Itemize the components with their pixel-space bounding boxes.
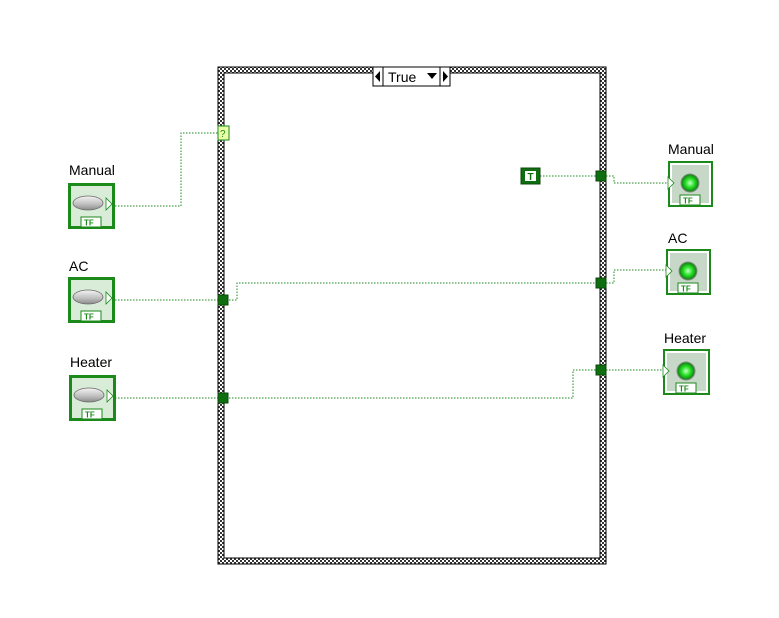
tunnel-heater-in[interactable] [217,392,229,404]
tf-badge [80,216,102,228]
svg-text:TF: TF [681,285,691,294]
wire-manual-out[interactable] [606,175,668,184]
svg-text:TF: TF [84,219,94,228]
toggle-switch-icon [72,289,104,305]
control-manual-label: Manual [69,162,115,178]
indicator-heater-label: Heater [664,330,707,346]
tf-badge [80,310,102,322]
wire-manual-to-selector[interactable] [115,132,218,207]
selector-terminal-glyph: ? [220,129,226,140]
triangle-down-icon [427,73,437,79]
led-on-icon [678,261,698,281]
case-structure[interactable] [217,66,607,565]
tunnel-ac-out[interactable] [595,277,607,289]
tunnel-heater-out[interactable] [595,364,607,376]
indicator-ac-label: AC [668,230,688,246]
triangle-left-icon [375,71,380,82]
true-constant[interactable]: T [520,167,541,185]
indicator-manual-terminal[interactable]: TF [667,161,713,207]
control-heater-terminal[interactable]: TF [69,375,116,421]
control-ac-label: AC [69,258,89,274]
input-arrow-icon [667,176,675,190]
toggle-switch-icon [73,387,105,403]
tf-badge [81,408,103,420]
tunnel-manual-out[interactable] [595,170,607,182]
indicator-manual-label: Manual [668,141,714,157]
tf-badge [675,382,697,394]
wire-heater-through[interactable] [229,369,596,399]
selector-menu-button[interactable] [427,73,437,79]
tf-badge [679,194,701,206]
selector-next-button[interactable] [439,66,451,87]
tunnel-ac-in[interactable] [217,294,229,306]
control-heater-label: Heater [70,354,113,370]
indicator-ac-terminal[interactable]: TF [665,249,711,295]
case-selector[interactable]: True [372,66,451,87]
control-manual-terminal[interactable]: TF [68,183,115,229]
selector-terminal[interactable]: ? [217,125,230,141]
true-constant-value: T [528,172,534,183]
selector-value: True [388,69,416,85]
input-arrow-icon [665,264,673,278]
triangle-right-icon [443,71,448,82]
led-on-icon [680,173,700,193]
svg-text:TF: TF [679,385,689,394]
output-arrow-icon [106,389,114,403]
svg-text:TF: TF [683,197,693,206]
toggle-switch-icon [72,195,104,211]
led-on-icon [676,361,696,381]
input-arrow-icon [662,364,670,378]
output-arrow-icon [105,197,113,211]
wire-ac-through[interactable] [229,282,596,301]
indicator-heater-terminal[interactable]: TF [662,349,710,395]
svg-text:TF: TF [85,411,95,420]
svg-text:TF: TF [84,313,94,322]
output-arrow-icon [105,291,113,305]
selector-prev-button[interactable] [372,66,384,87]
tf-badge [677,282,699,294]
wire-ac-out[interactable] [606,269,666,284]
control-ac-terminal[interactable]: TF [68,277,115,323]
